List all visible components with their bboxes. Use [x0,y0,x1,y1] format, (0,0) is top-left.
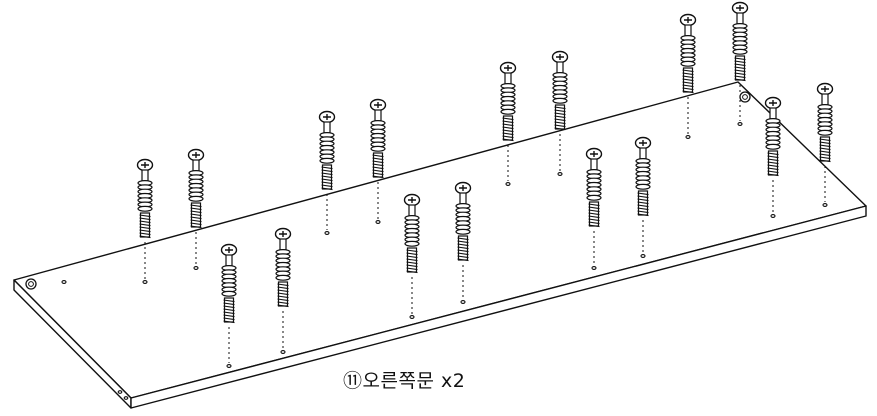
screw-hole [280,350,286,354]
screw-hole [375,220,381,224]
cam-bolt-screw-icon [551,50,569,176]
screw-hole [409,315,415,319]
screw-hole [226,364,232,368]
screw-hole [685,135,691,139]
cam-bolt-screw-icon [187,148,205,270]
screw-hole [737,122,743,126]
hinge-pin-icon [742,94,748,100]
cam-bolt-screw-icon [816,82,834,207]
screw-hole [557,172,563,176]
screw-hole [505,182,511,186]
screw-hole [770,214,776,218]
cam-bolt-screw-icon [499,61,517,186]
hinge-pin-icon [28,281,34,287]
cam-bolt-screw-icon [764,96,782,218]
screw-layer [136,1,834,368]
cam-bolt-screw-icon [369,98,387,224]
panel-hole [61,280,67,284]
cam-bolt-screw-icon [454,181,472,304]
cam-bolt-screw-icon [136,158,154,284]
screw-hole [142,280,148,284]
cam-bolt-screw-icon [679,13,697,139]
panel-holes [61,280,129,400]
panel-hole [123,396,129,400]
screw-hole [822,203,828,207]
panel-side-edge [130,205,867,409]
panel-hole [117,390,123,394]
door-panel [13,81,867,409]
hinge-pin-icon [25,278,37,290]
part-caption: ⑪오른쪽문 x2 [343,370,466,392]
screw-hole [640,254,646,258]
cam-bolt-screw-icon [585,147,603,270]
screw-hole [460,300,466,304]
cam-bolt-screw-icon [274,227,292,354]
cam-bolt-screw-icon [403,193,421,319]
cam-bolt-screw-icon [220,243,238,368]
cam-bolt-screw-icon [731,1,749,126]
screw-hole [591,266,597,270]
screw-hole [193,266,199,270]
cam-bolt-screw-icon [634,136,652,258]
screw-hole [324,231,330,235]
cam-bolt-screw-icon [318,110,336,235]
